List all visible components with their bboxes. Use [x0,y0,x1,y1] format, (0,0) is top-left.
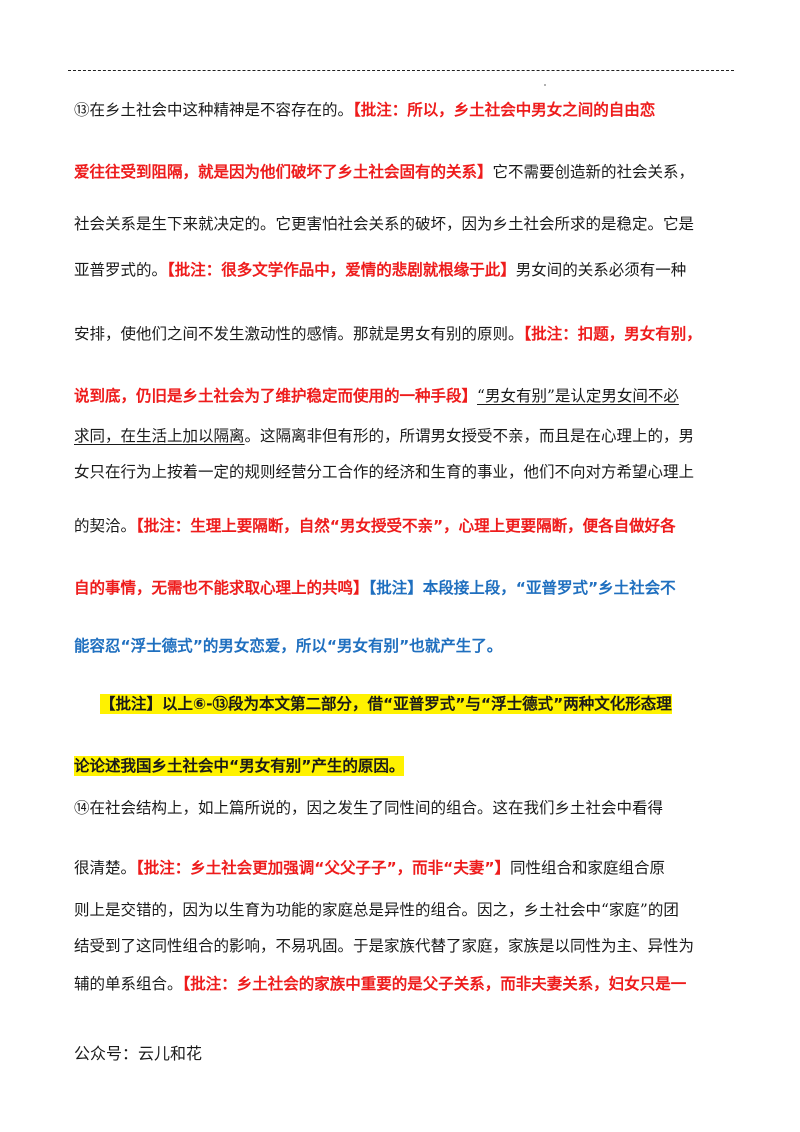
body-text: 社会关系是生下来就决定的。它更害怕社会关系的破坏，因为乡土社会所求的是稳定。它是 [74,215,695,233]
text-line: 女只在行为上按着一定的规则经营分工合作的经济和生育的事业，他们不向对方希望心理上 [74,460,694,485]
body-text: 求同，在生活上加以隔离 [74,427,245,445]
text-line: 辅的单系组合。【批注：乡土社会的家族中重要的是父子关系，而非夫妻关系，妇女只是一 [74,972,686,997]
text-line: 自的事情，无需也不能求取心理上的共鸣】【批注】本段接上段，“亚普罗式”乡土社会不 [74,576,676,601]
body-text: 女只在行为上按着一定的规则经营分工合作的经济和生育的事业，他们不向对方希望心理上 [74,463,695,481]
text-line: 安排，使他们之间不发生激动性的感情。那就是男女有别的原则。【批注：扣题，男女有别… [74,322,702,347]
annotation-red: 说到底，仍旧是乡土社会为了维护稳定而使用的一种手段】 [74,387,478,405]
body-text: 同性组合和家庭组合原 [510,859,666,877]
body-text: 很清楚。 [74,859,137,877]
annotation-red: 【批注：扣题，男女有别， [523,325,702,343]
annotation-highlight: 【批注】以上⑥-⑬段为本文第二部分，借“亚普罗式”与“浮士德式”两种文化形态理 [100,694,672,714]
annotation-red: 【批注：所以，乡土社会中男女之间的自由恋 [353,101,656,119]
text-line: 很清楚。【批注：乡土社会更加强调“父父子子”，而非“夫妻”】同性组合和家庭组合原 [74,856,665,881]
body-text: 亚普罗式的。 [74,261,168,279]
annotation-red: 【批注：乡土社会更加强调“父父子子”，而非“夫妻”】 [136,859,511,877]
body-text: 的契洽。 [74,517,137,535]
text-line: 社会关系是生下来就决定的。它更害怕社会关系的破坏，因为乡土社会所求的是稳定。它是 [74,212,694,237]
text-line: 求同，在生活上加以隔离。这隔离非但有形的，所谓男女授受不亲，而且是在心理上的，男 [74,424,694,449]
body-text: 它不需要创造新的社会关系， [492,163,695,181]
annotation-red: 【批注：很多文学作品中，爱情的悲剧就根缘于此】 [167,261,516,279]
annotation-red: 自的事情，无需也不能求取心理上的共鸣】 [74,579,369,597]
body-text: 辅的单系组合。 [74,975,183,993]
body-text: 结受到了这同性组合的影响，不易巩固。于是家族代替了家庭，家族是以同性为主、异性为 [74,937,695,955]
annotation-red: 【批注：生理上要隔断，自然“男女授受不亲”，心理上更要隔断，便各自做好各 [136,517,676,535]
text-line: 的契洽。【批注：生理上要隔断，自然“男女授受不亲”，心理上更要隔断，便各自做好各 [74,514,676,539]
body-text: 男女间的关系必须有一种 [515,261,687,279]
body-text: 则上是交错的，因为以生育为功能的家庭总是异性的组合。因之，乡土社会中“家庭”的团 [74,901,679,919]
text-line: 亚普罗式的。【批注：很多文学作品中，爱情的悲剧就根缘于此】男女间的关系必须有一种 [74,258,686,283]
text-line: 能容忍“浮士德式”的男女恋爱，所以“男女有别”也就产生了。 [74,634,502,659]
header-dashed-rule [68,70,734,71]
text-line: 【批注】以上⑥-⑬段为本文第二部分，借“亚普罗式”与“浮士德式”两种文化形态理 [100,692,672,717]
annotation-blue: 能容忍“浮士德式”的男女恋爱，所以“男女有别”也就产生了。 [74,637,503,655]
text-line: 说到底，仍旧是乡土社会为了维护稳定而使用的一种手段】“男女有别”是认定男女间不必 [74,384,679,409]
body-text: ⑭在社会结构上，如上篇所说的，因之发生了同性间的组合。这在我们乡土社会中看得 [74,799,664,817]
text-line: 则上是交错的，因为以生育为功能的家庭总是异性的组合。因之，乡土社会中“家庭”的团 [74,898,679,923]
body-text: 。这隔离非但有形的，所谓男女授受不亲，而且是在心理上的，男 [244,427,695,445]
text-line: 论论述我国乡土社会中“男女有别”产生的原因。 [74,754,405,779]
annotation-red: 爱往往受到阻隔，就是因为他们破坏了乡土社会固有的关系】 [74,163,493,181]
text-line: ⑬在乡土社会中这种精神是不容存在的。【批注：所以，乡土社会中男女之间的自由恋 [74,98,655,123]
body-text: ⑬在乡土社会中这种精神是不容存在的。 [74,101,354,119]
body-text: 安排，使他们之间不发生激动性的感情。那就是男女有别的原则。 [74,325,524,343]
annotation-highlight: 论论述我国乡土社会中“男女有别”产生的原因。 [74,756,405,776]
footer-wechat-account: 公众号：云儿和花 [74,1044,203,1063]
annotation-red: 【批注：乡土社会的家族中重要的是父子关系，而非夫妻关系，妇女只是一 [182,975,687,993]
body-text: “男女有别”是认定男女间不必 [477,387,679,405]
text-line: ⑭在社会结构上，如上篇所说的，因之发生了同性间的组合。这在我们乡土社会中看得 [74,796,663,821]
text-line: 结受到了这同性组合的影响，不易巩固。于是家族代替了家庭，家族是以同性为主、异性为 [74,934,694,959]
annotation-blue: 【批注】本段接上段，“亚普罗式”乡土社会不 [368,579,676,597]
header-dot [544,84,546,86]
text-line: 爱往往受到阻隔，就是因为他们破坏了乡土社会固有的关系】它不需要创造新的社会关系， [74,160,694,185]
